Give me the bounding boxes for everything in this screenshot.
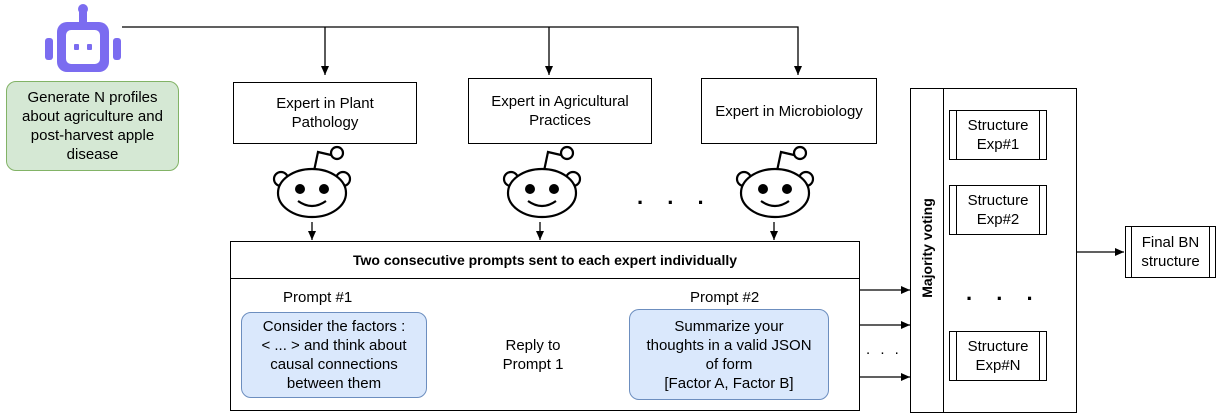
structure-exp2-label: Structure Exp#2 (967, 192, 1029, 228)
expert-plant-pathology-box: Expert in Plant Pathology (233, 82, 417, 144)
expert-microbiology-box: Expert in Microbiology (701, 78, 877, 144)
prompt-arrows-ellipsis: . . . (866, 341, 902, 358)
structure-expn-box: Structure Exp#N (949, 331, 1047, 381)
prompt2-label: Prompt #2 (690, 289, 760, 306)
expert-avatar-icon (272, 145, 352, 219)
expert-avatar-icon (735, 145, 815, 219)
generator-box: Generate N profiles about agriculture an… (6, 81, 179, 171)
experts-ellipsis: . . . (637, 184, 713, 209)
reply-text: Reply to Prompt 1 (502, 337, 564, 373)
final-bn-structure-box: Final BN structure (1125, 226, 1216, 278)
structure-exp2-box: Structure Exp#2 (949, 185, 1047, 235)
voting-label-strip (910, 88, 944, 413)
prompt1-label: Prompt #1 (283, 289, 353, 306)
structures-ellipsis: . . . (966, 280, 1042, 305)
prompts-title: Two consecutive prompts sent to each exp… (230, 241, 860, 279)
final-bn-structure-label: Final BN structure (1141, 234, 1200, 270)
expert-avatar-icon (502, 145, 582, 219)
structure-exp1-label: Structure Exp#1 (967, 117, 1029, 153)
structure-exp1-box: Structure Exp#1 (949, 110, 1047, 160)
structure-expn-label: Structure Exp#N (967, 338, 1029, 374)
prompt2-box: Summarize your thoughts in a valid JSON … (629, 309, 829, 400)
voting-label: Majority voting (919, 198, 935, 298)
robot-icon (45, 4, 121, 72)
prompt1-box: Consider the factors : < ... > and think… (241, 312, 427, 398)
expert-agricultural-practices-box: Expert in Agricultural Practices (468, 78, 652, 144)
